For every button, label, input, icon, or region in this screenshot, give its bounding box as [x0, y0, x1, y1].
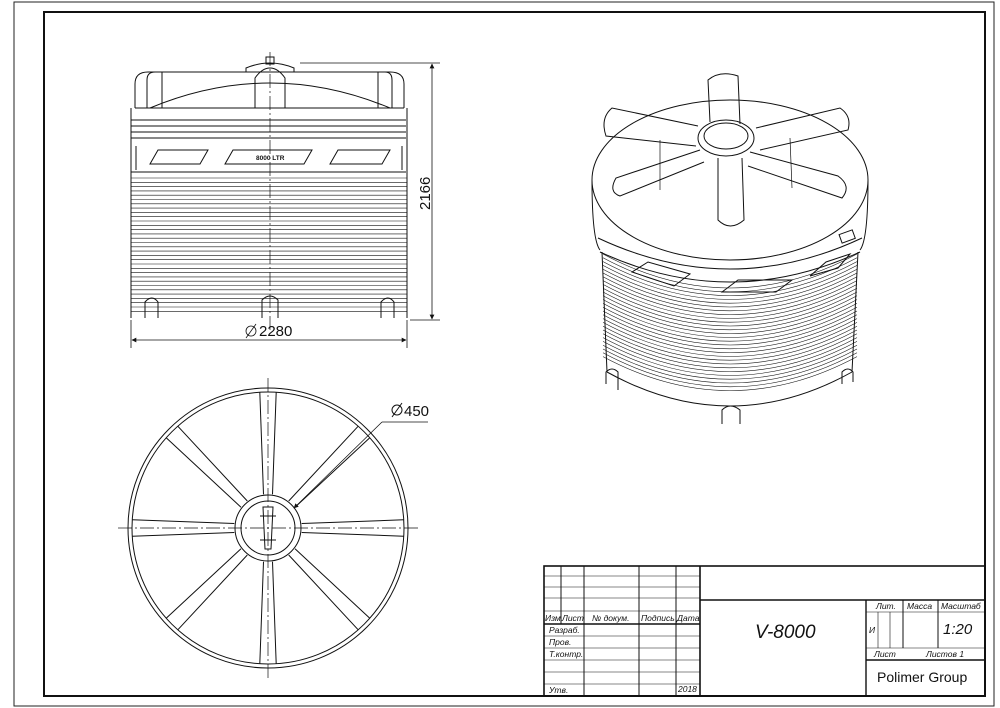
height-dimension-label: 2166	[417, 177, 434, 210]
body-rib	[602, 352, 858, 387]
body-rib	[602, 337, 858, 372]
isometric-view	[591, 73, 869, 424]
body-rib	[602, 322, 858, 357]
body-rib	[602, 295, 858, 330]
tb-designation: V-8000	[755, 622, 816, 643]
body-rib	[602, 341, 858, 376]
body-rib	[602, 333, 858, 368]
tb-header-signature: Подпись	[641, 613, 675, 623]
tb-role-approved: Утв.	[548, 685, 568, 695]
body-rib	[602, 257, 858, 292]
body-rib	[602, 344, 858, 380]
body-rib	[602, 268, 858, 304]
body-rib	[602, 329, 858, 365]
tb-header-list: Лист	[561, 613, 584, 623]
hatch-dimension-label: 450	[404, 403, 429, 420]
tb-sheet-label: Лист	[873, 649, 896, 659]
tb-mass-label: Масса	[907, 601, 932, 611]
body-rib	[602, 291, 858, 327]
body-rib	[602, 299, 858, 334]
roof-rib	[288, 548, 371, 631]
body-rib	[602, 325, 858, 361]
roof-rib	[259, 561, 277, 664]
roof-rib	[288, 425, 371, 508]
front-view	[130, 52, 408, 332]
roof-rib	[301, 519, 404, 537]
top-view	[118, 378, 428, 678]
tb-sheets-label: Листов 1	[925, 649, 964, 659]
body-rib	[602, 310, 858, 346]
tb-scale-label: Масштаб	[941, 601, 982, 611]
tb-scale-value: 1:20	[943, 621, 973, 638]
tb-header-date: Дата	[676, 613, 700, 623]
body-rib	[602, 348, 858, 384]
diameter-dimension	[130, 320, 408, 348]
body-rib	[602, 272, 858, 308]
body-rib	[602, 265, 858, 300]
title-block	[543, 565, 986, 697]
tb-organization: Polimer Group	[877, 669, 967, 685]
tank-capacity-label: 8000 LTR	[256, 155, 285, 162]
body-rib	[602, 253, 858, 289]
tb-year: 2018	[677, 684, 697, 694]
body-rib	[602, 303, 858, 338]
body-rib	[602, 306, 858, 342]
roof-rib	[165, 548, 248, 631]
body-rib	[602, 280, 858, 315]
body-rib	[602, 314, 858, 349]
body-rib	[602, 261, 858, 296]
diameter-dimension-label: 2280	[259, 323, 292, 340]
tb-lit-label: Лит.	[875, 601, 896, 611]
body-rib	[602, 356, 858, 391]
tb-role-checked: Пров.	[549, 637, 571, 647]
tb-role-tech-control: Т.контр.	[549, 649, 583, 659]
body-rib	[602, 287, 858, 323]
height-dimension	[300, 62, 440, 321]
roof-rib	[259, 392, 277, 495]
tb-header-doc-no: № докум.	[592, 613, 629, 623]
body-rib	[602, 284, 858, 319]
roof-rib	[165, 425, 248, 508]
outer-frame	[13, 1, 995, 707]
tb-role-developed: Разраб.	[549, 625, 580, 635]
inner-frame	[43, 11, 986, 697]
body-rib	[602, 276, 858, 311]
tb-lit-value: И	[869, 625, 876, 635]
tb-header-izm: Изм	[545, 613, 561, 623]
body-rib	[602, 318, 858, 353]
roof-rib	[132, 519, 235, 537]
